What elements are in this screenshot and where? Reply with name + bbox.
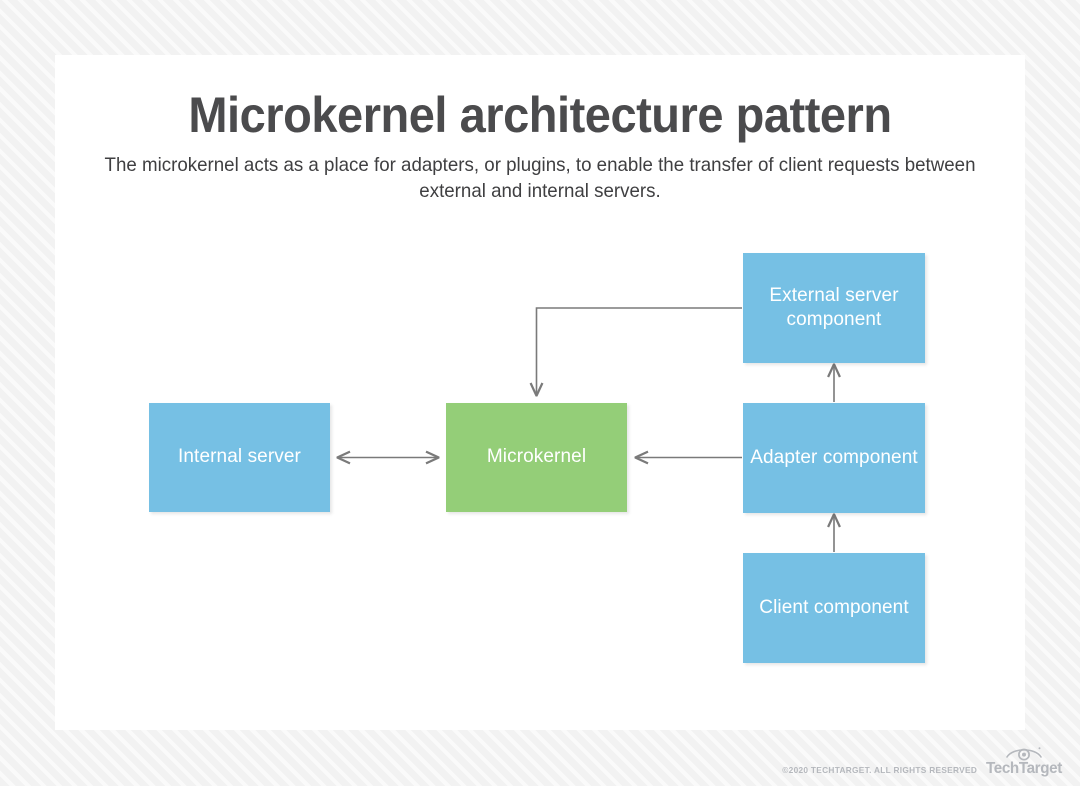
- node-client-component-label: Client component: [759, 596, 909, 618]
- page-subtitle: The microkernel acts as a place for adap…: [104, 154, 976, 202]
- node-internal-server[interactable]: Internal server: [149, 403, 330, 512]
- node-microkernel[interactable]: Microkernel: [446, 403, 627, 512]
- techtarget-wordmark: TechTarget: [986, 760, 1063, 777]
- node-client-component[interactable]: Client component: [743, 553, 925, 663]
- page-title: Microkernel architecture pattern: [188, 87, 892, 143]
- header: Microkernel architecture pattern The mic…: [55, 55, 1025, 205]
- footer: ©2020 TECHTARGET. ALL RIGHTS RESERVED Te…: [782, 744, 1064, 778]
- node-adapter-component-label: Adapter component: [750, 446, 918, 468]
- edge-external-microkernel: [537, 307, 742, 395]
- techtarget-logo: TechTarget: [984, 744, 1064, 778]
- node-internal-server-label: Internal server: [178, 446, 301, 468]
- node-external-server-label: External server component: [769, 284, 899, 330]
- copyright-text: ©2020 TECHTARGET. ALL RIGHTS RESERVED: [782, 765, 978, 775]
- node-adapter-component[interactable]: Adapter component: [743, 403, 925, 513]
- node-external-server[interactable]: External server component: [743, 253, 925, 363]
- node-microkernel-label: Microkernel: [486, 446, 587, 468]
- eye-icon: [1006, 747, 1042, 761]
- diagram-card: Microkernel architecture pattern The mic…: [55, 55, 1025, 730]
